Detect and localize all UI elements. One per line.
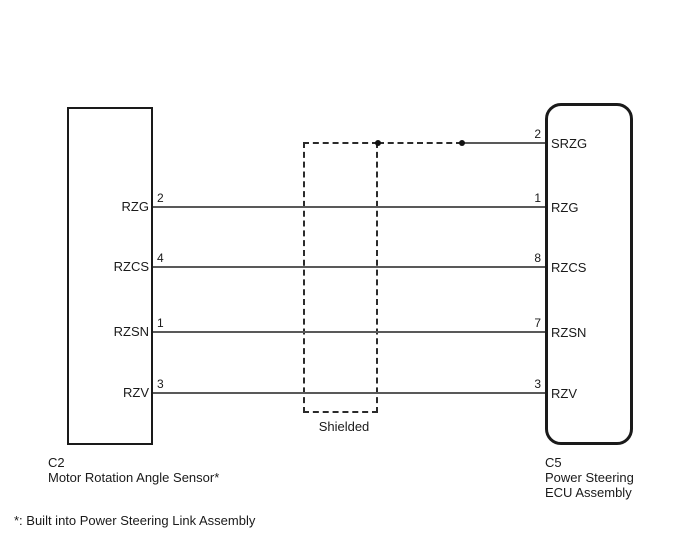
junction-dot	[459, 140, 465, 146]
wire-rzsn	[153, 331, 545, 333]
connector-c5-name-line1: Power Steering	[545, 470, 634, 485]
signal-label-left-rzsn: RZSN	[113, 324, 149, 339]
signal-label-left-rzg: RZG	[121, 199, 149, 214]
pin-number-right-rzsn: 7	[534, 316, 541, 330]
signal-label-right-rzsn: RZSN	[551, 325, 587, 340]
connector-c2-id: C2	[48, 455, 65, 470]
pin-number-left-rzg: 2	[157, 191, 164, 205]
pin-number-right-rzv: 3	[534, 377, 541, 391]
pin-number-right-rzg: 1	[534, 191, 541, 205]
connector-c5-name-line2: ECU Assembly	[545, 485, 632, 500]
shield-label: Shielded	[318, 419, 370, 434]
connector-c2-box	[67, 107, 153, 445]
shield-enclosure	[303, 142, 378, 413]
connector-c5-box	[545, 103, 633, 445]
connector-c5-id: C5	[545, 455, 562, 470]
wire-rzcs	[153, 266, 545, 268]
junction-dot	[375, 140, 381, 146]
signal-label-right-rzv: RZV	[551, 386, 577, 401]
connector-c2-name: Motor Rotation Angle Sensor*	[48, 470, 220, 485]
signal-label-right-rzcs: RZCS	[551, 260, 587, 275]
pin-number-left-rzv: 3	[157, 377, 164, 391]
pin-number-left-rzcs: 4	[157, 251, 164, 265]
footnote: *: Built into Power Steering Link Assemb…	[14, 513, 256, 528]
connector-c2-caption: C2 Motor Rotation Angle Sensor*	[48, 455, 219, 485]
pin-number-right-srzg: 2	[534, 127, 541, 141]
wire-rzg	[153, 206, 545, 208]
pin-number-right-rzcs: 8	[534, 251, 541, 265]
signal-label-left-rzv: RZV	[123, 385, 149, 400]
signal-label-left-rzcs: RZCS	[113, 259, 149, 274]
signal-label-right-rzg: RZG	[551, 200, 579, 215]
wire-srzg	[462, 142, 545, 144]
pin-number-left-rzsn: 1	[157, 316, 164, 330]
connector-c5-caption: C5 Power Steering ECU Assembly	[545, 455, 634, 500]
signal-label-right-srzg: SRZG	[551, 136, 588, 151]
wire-rzv	[153, 392, 545, 394]
shield-drain-dashed-wire	[378, 142, 462, 144]
